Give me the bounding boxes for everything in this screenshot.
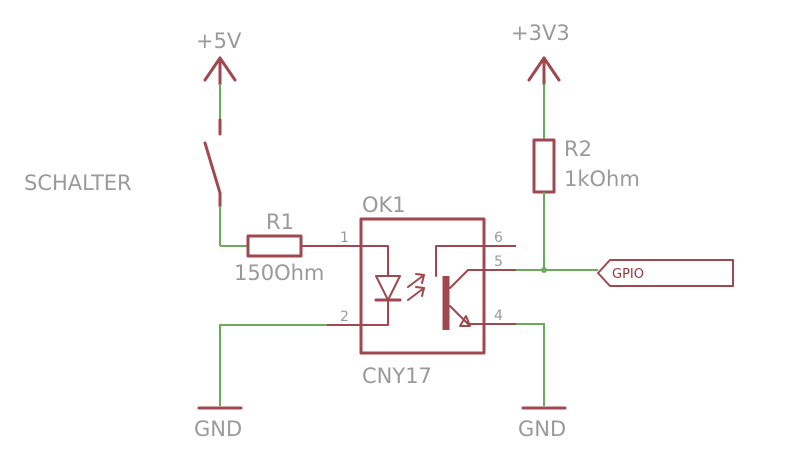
optocoupler-ok1 bbox=[359, 217, 486, 355]
vcc-5v-symbol bbox=[203, 56, 237, 86]
gnd-left-label: GND bbox=[194, 417, 242, 441]
vcc-5v-label: +5V bbox=[196, 29, 242, 53]
switch-symbol bbox=[203, 118, 222, 208]
gnd-right-label: GND bbox=[518, 417, 566, 441]
led-symbol bbox=[360, 245, 402, 326]
wire-pin2-gnd bbox=[219, 324, 327, 406]
pin-5-number: 5 bbox=[494, 254, 503, 270]
phototransistor-symbol bbox=[435, 245, 485, 330]
r2-name-label: R2 bbox=[564, 137, 592, 161]
pin-4-number: 4 bbox=[494, 308, 503, 324]
light-arrows-icon bbox=[407, 273, 425, 301]
vcc-3v3-symbol bbox=[527, 56, 561, 86]
junction-dot bbox=[541, 267, 547, 273]
pin-2-number: 2 bbox=[340, 309, 349, 325]
gpio-net-label bbox=[597, 259, 734, 287]
r2-value-label: 1kOhm bbox=[564, 167, 640, 191]
resistor-r1 bbox=[246, 234, 303, 258]
pin-1-number: 1 bbox=[340, 230, 349, 246]
resistor-r2 bbox=[532, 138, 556, 194]
switch-label: SCHALTER bbox=[24, 171, 132, 195]
ok1-name-label: OK1 bbox=[362, 193, 406, 217]
vcc-3v3-label: +3V3 bbox=[511, 21, 570, 45]
wire-pin4-gnd bbox=[516, 323, 545, 406]
r1-value-label: 150Ohm bbox=[234, 261, 324, 285]
ok1-value-label: CNY17 bbox=[362, 364, 432, 388]
gpio-label: GPIO bbox=[612, 267, 644, 282]
r1-name-label: R1 bbox=[266, 210, 294, 234]
pin-6-number: 6 bbox=[494, 230, 503, 246]
